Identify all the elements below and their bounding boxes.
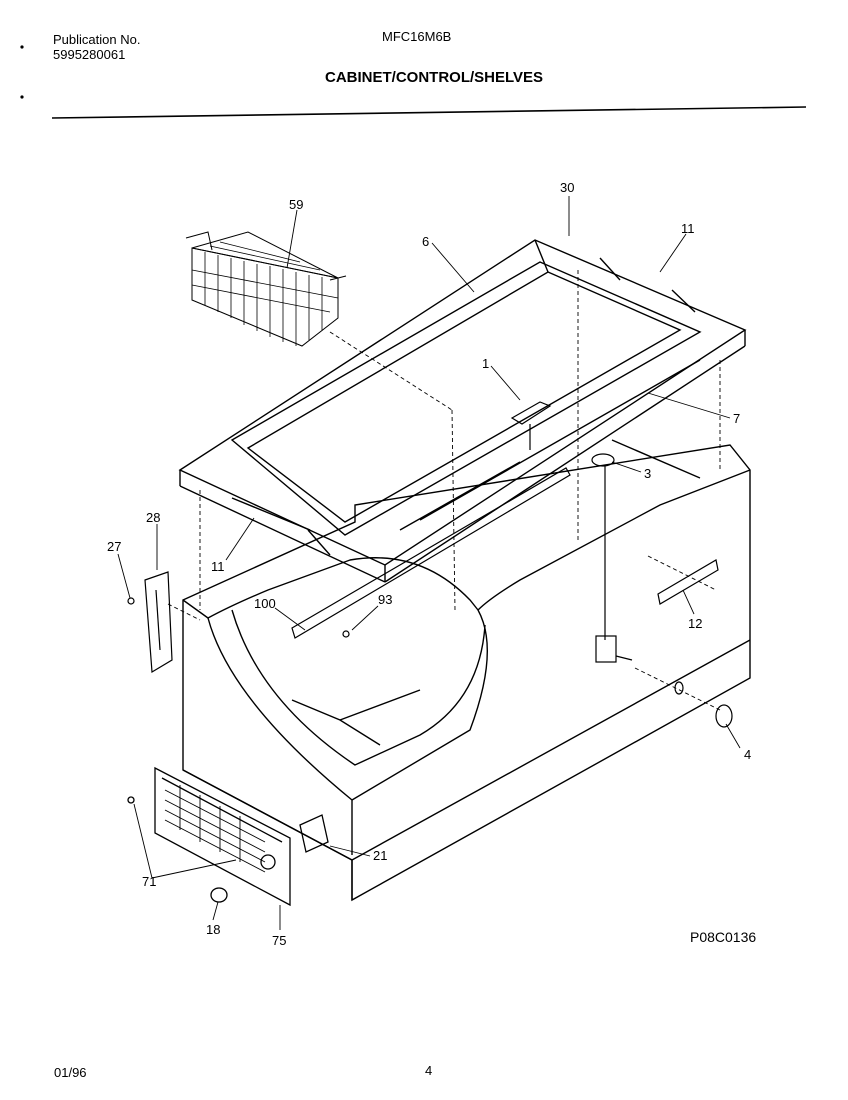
publication-label: Publication No. <box>53 32 141 47</box>
callout-93: 93 <box>378 592 392 607</box>
callout-3: 3 <box>644 466 651 481</box>
model-number: MFC16M6B <box>382 29 452 44</box>
hinge-28 <box>127 571 173 674</box>
grille-75 <box>127 766 329 907</box>
temperature-control-1 <box>510 401 552 450</box>
callout-labels: 59 30 6 11 1 7 3 28 27 11 100 93 12 4 21… <box>107 180 751 948</box>
leader-lines <box>117 196 741 930</box>
basket-59 <box>185 231 347 347</box>
header-rule <box>51 106 807 119</box>
callout-11-top: 11 <box>681 221 695 236</box>
drain-plug-3 <box>591 453 733 728</box>
callout-100: 100 <box>254 596 276 611</box>
callout-28: 28 <box>146 510 160 525</box>
callout-7: 7 <box>733 411 740 426</box>
callout-21: 21 <box>373 848 387 863</box>
callout-4: 4 <box>744 747 751 762</box>
callout-30: 30 <box>560 180 574 195</box>
cabinet-body <box>182 439 751 902</box>
lid-frame <box>178 239 747 583</box>
callout-6: 6 <box>422 234 429 249</box>
callout-1: 1 <box>482 356 489 371</box>
callout-71: 71 <box>142 874 156 889</box>
footer-date: 01/96 <box>54 1065 87 1080</box>
callout-12: 12 <box>688 616 702 631</box>
callout-75: 75 <box>272 933 286 948</box>
door-strip-100 <box>291 467 571 639</box>
callout-18: 18 <box>206 922 220 937</box>
publication-number: 5995280061 <box>53 47 126 62</box>
label-12 <box>657 559 719 605</box>
margin-dot <box>20 95 24 99</box>
margin-dot <box>20 45 24 49</box>
page-number: 4 <box>425 1063 433 1078</box>
callout-27: 27 <box>107 539 121 554</box>
section-title: CABINET/CONTROL/SHELVES <box>325 69 544 86</box>
callout-11-left: 11 <box>211 559 225 574</box>
diagram-code: P08C0136 <box>690 929 757 945</box>
callout-59: 59 <box>289 197 303 212</box>
